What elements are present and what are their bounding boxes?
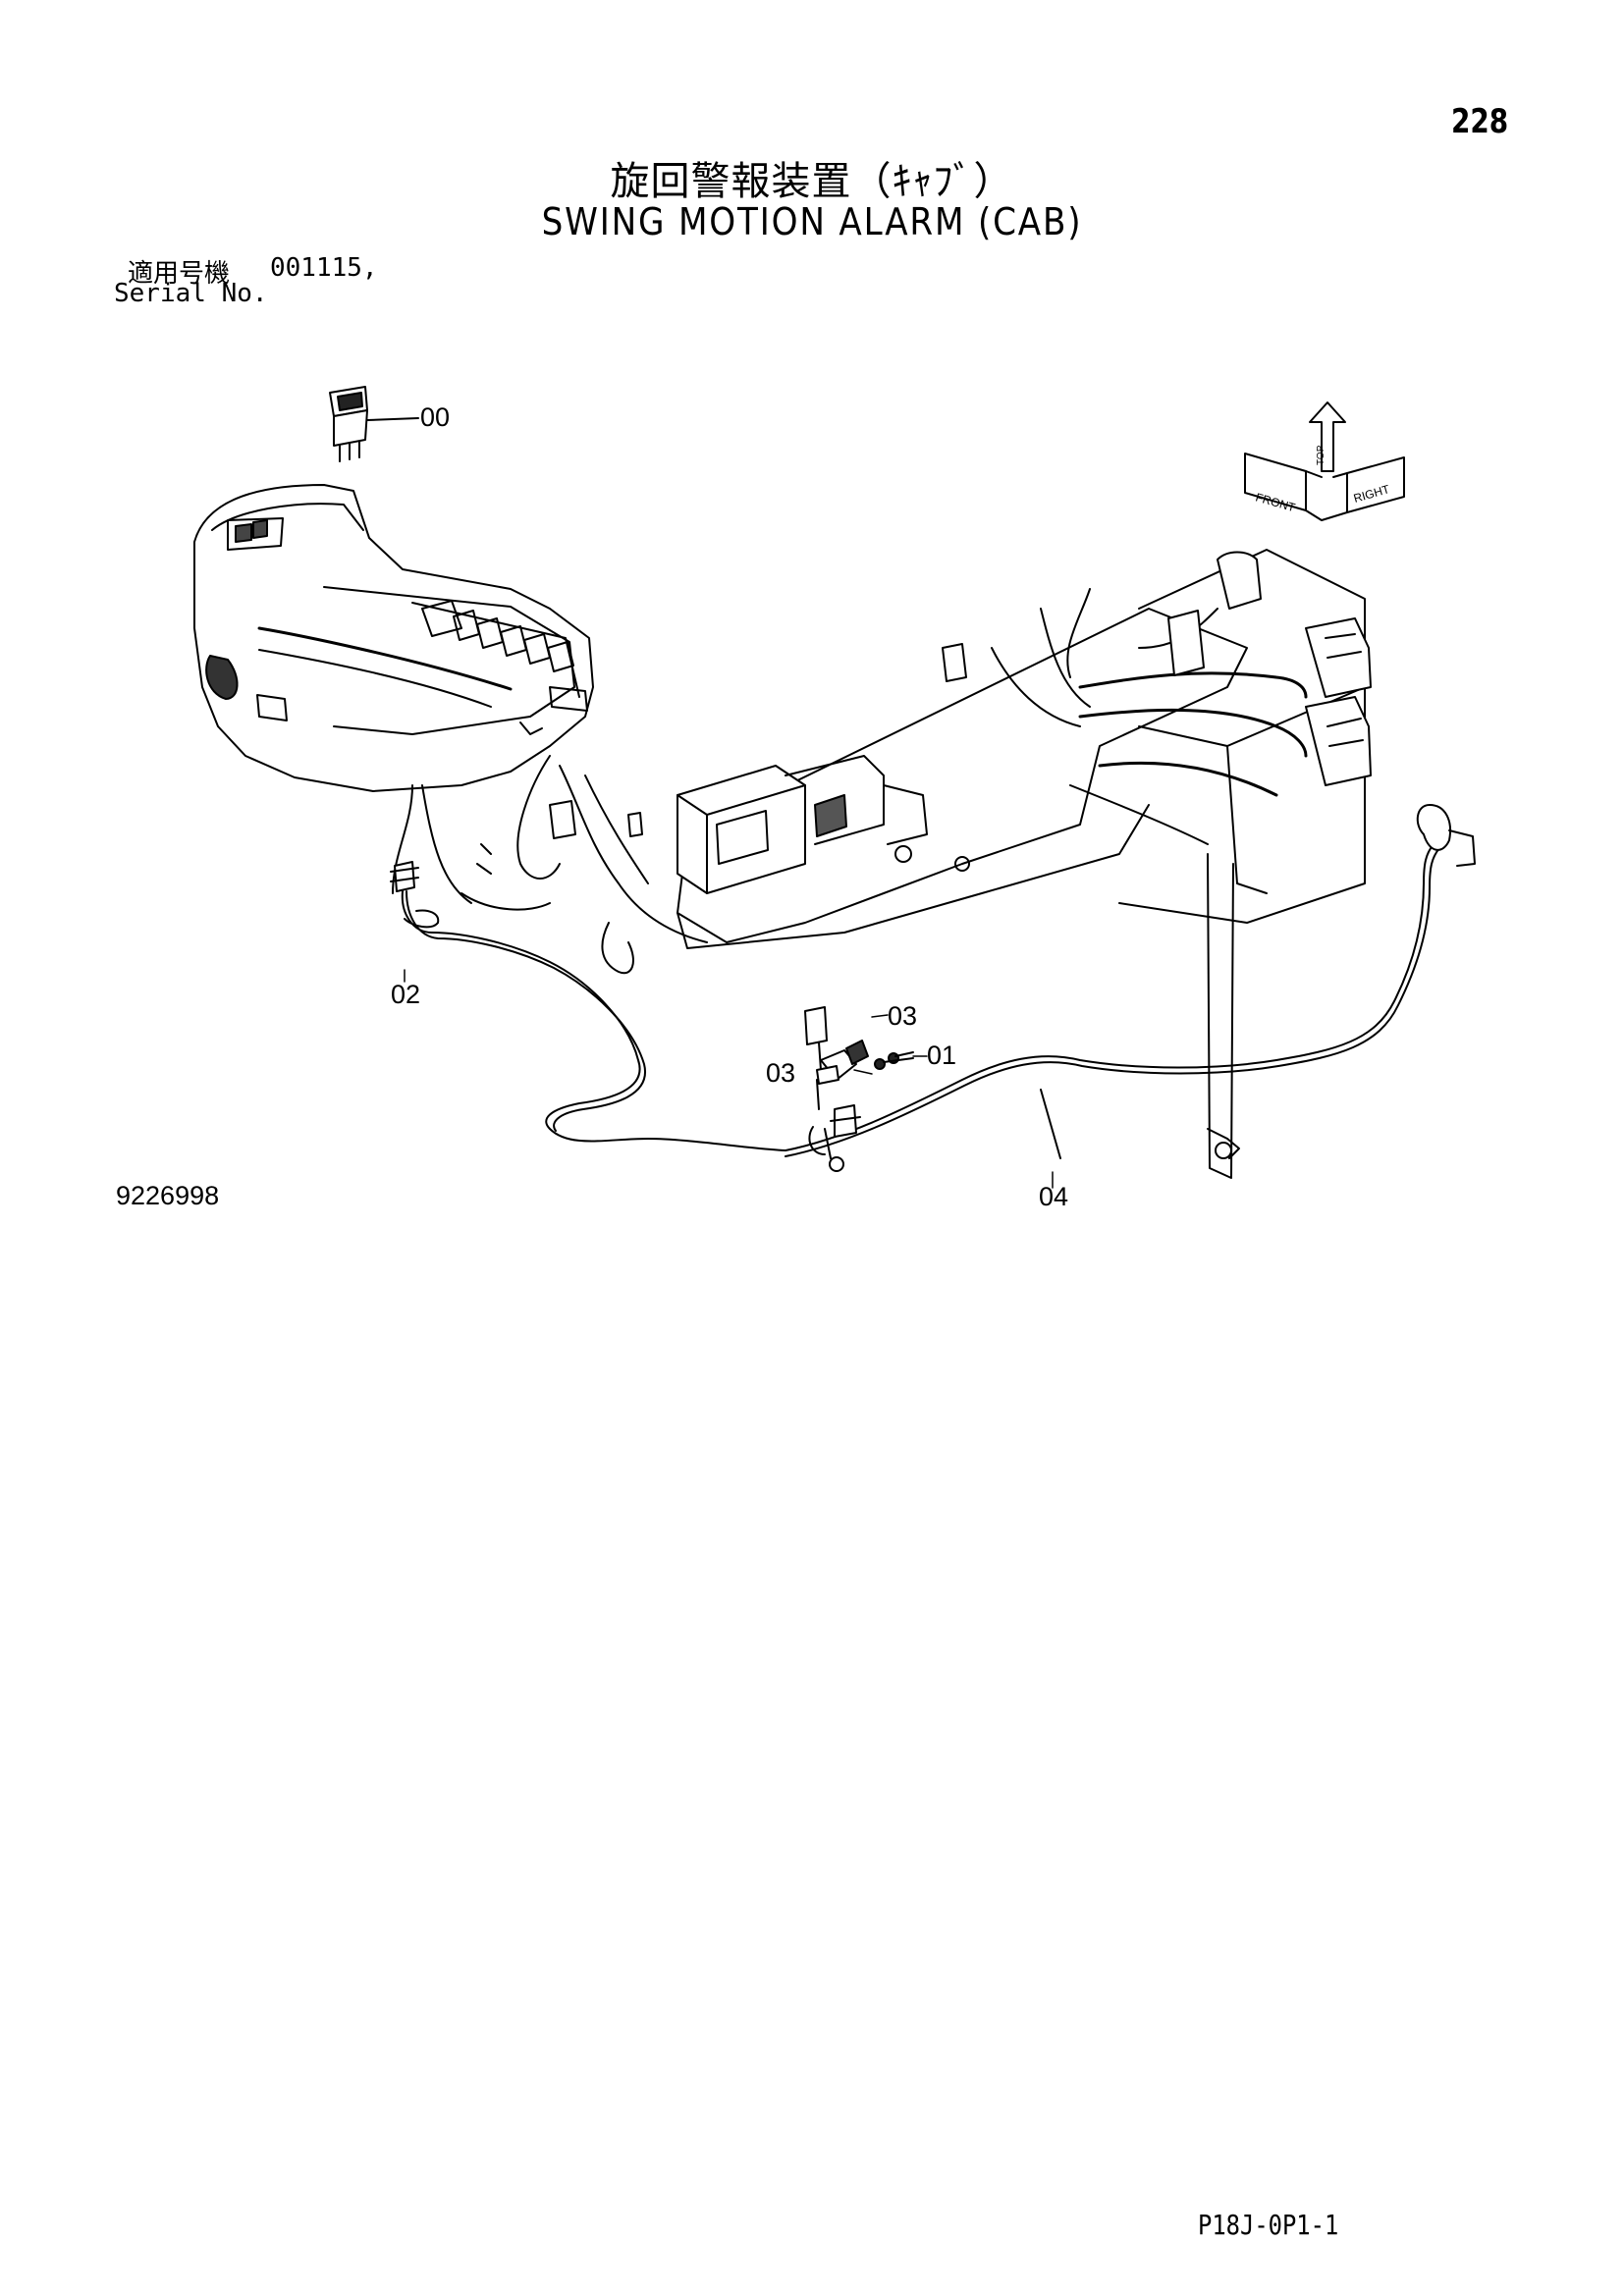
serial-label-english: Serial No. [114,279,268,308]
callout-04: 04 [1039,1182,1068,1211]
callout-02: 02 [391,980,420,1009]
callout-03-upper: 03 [888,1001,917,1031]
title-japanese: 旋回警報装置（ｷｬﾌﾞ） [610,159,1014,204]
operator-console [194,485,593,791]
callout-00: 00 [420,402,450,432]
drawing-number: 9226998 [116,1181,220,1210]
footer-code: P18J-0P1-1 [1198,2209,1339,2241]
serial-value: 001115, [270,253,378,283]
serial-label-japanese: 適用号機 [128,259,231,289]
callout-01: 01 [927,1041,956,1070]
relay-block [677,756,969,893]
callout-leaders [405,970,1053,1188]
orientation-indicator [1245,402,1404,520]
connector-part-02 [391,862,785,1150]
clamp-parts-01-03 [805,1007,913,1171]
console-harness [393,756,707,973]
switch-part-00 [330,387,418,461]
callout-03-lower: 03 [766,1058,795,1088]
title-english: SWING MOTION ALARM (CAB) [541,200,1083,243]
right-connectors [943,553,1371,845]
orientation-label-top: TOP [1316,445,1326,465]
page-number: 228 [1451,102,1509,141]
harness-part-04 [785,805,1475,1158]
exploded-view-diagram: FRONT RIGHT TOP 00 01 02 03 03 04 [0,0,1624,1211]
